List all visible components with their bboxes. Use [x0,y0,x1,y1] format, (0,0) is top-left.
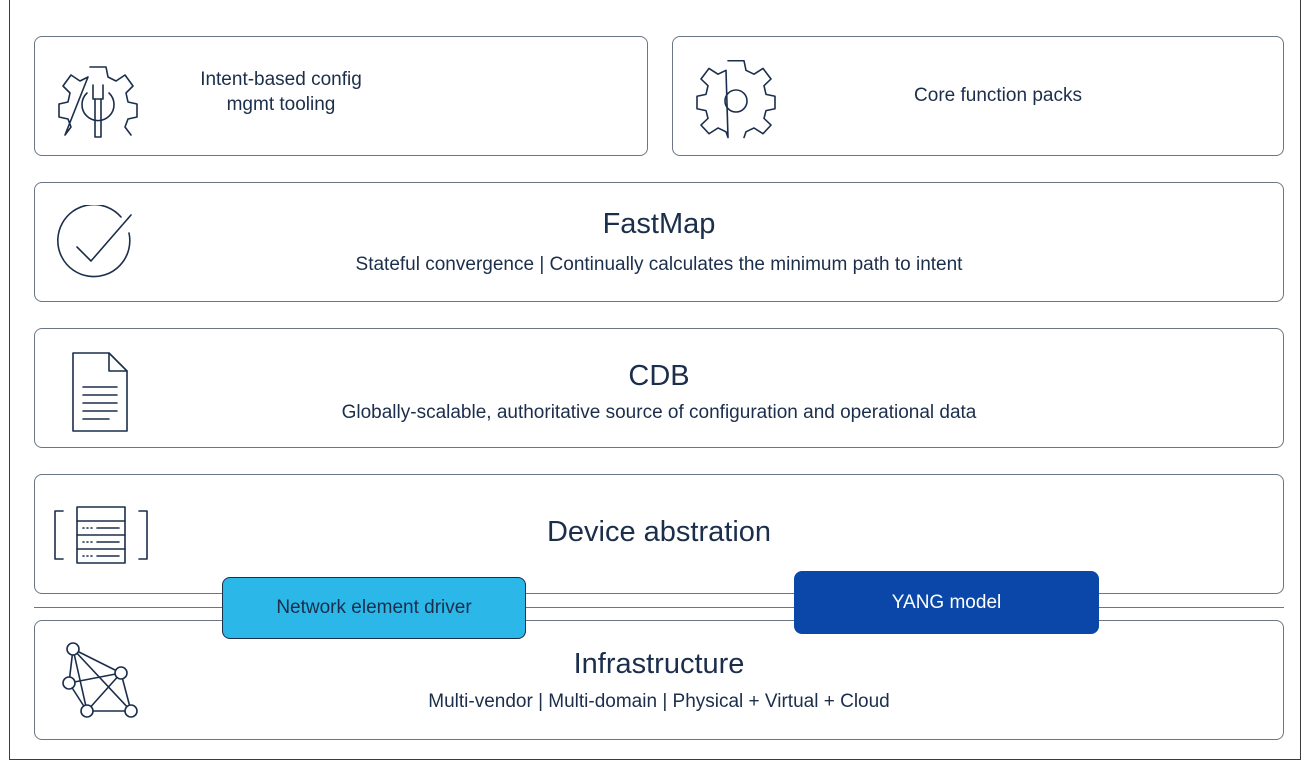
fastmap-card: FastMap Stateful convergence | Continual… [34,182,1284,302]
cdb-title: CDB [628,360,690,392]
intent-config-label: Intent-based config mgmt tooling [155,67,407,117]
infrastructure-subtitle: Multi-vendor | Multi-domain | Physical +… [428,691,890,712]
fastmap-title: FastMap [602,208,716,240]
yang-model-label: YANG model [891,591,1002,613]
infrastructure-card: Infrastructure Multi-vendor | Multi-doma… [34,620,1284,740]
yang-model-pill: YANG model [794,571,1099,634]
device-abstraction-title: Device abstration [546,516,772,548]
layer-connector-line [34,607,1284,608]
intent-config-card: Intent-based config mgmt tooling [34,36,648,156]
core-function-packs-card: Core function packs [672,36,1284,156]
checkmark-circle-icon [57,205,137,285]
network-element-driver-label: Network element driver [276,597,472,618]
core-function-packs-label: Core function packs [914,85,1082,106]
gear-wrench-icon [55,59,141,145]
fastmap-subtitle: Stateful convergence | Continually calcu… [355,254,963,275]
server-rack-icon [51,503,151,567]
infrastructure-title: Infrastructure [573,648,745,680]
cdb-subtitle: Globally-scalable, authoritative source … [341,402,977,423]
intent-config-label-line1: Intent-based config [200,69,362,90]
diagram-frame [9,0,1301,760]
intent-config-label-line2: mgmt tooling [226,94,336,115]
document-icon [69,349,133,435]
gear-icon [693,57,779,143]
network-element-driver-pill: Network element driver [222,577,526,639]
cdb-card: CDB Globally-scalable, authoritative sou… [34,328,1284,448]
network-mesh-icon [59,639,143,723]
